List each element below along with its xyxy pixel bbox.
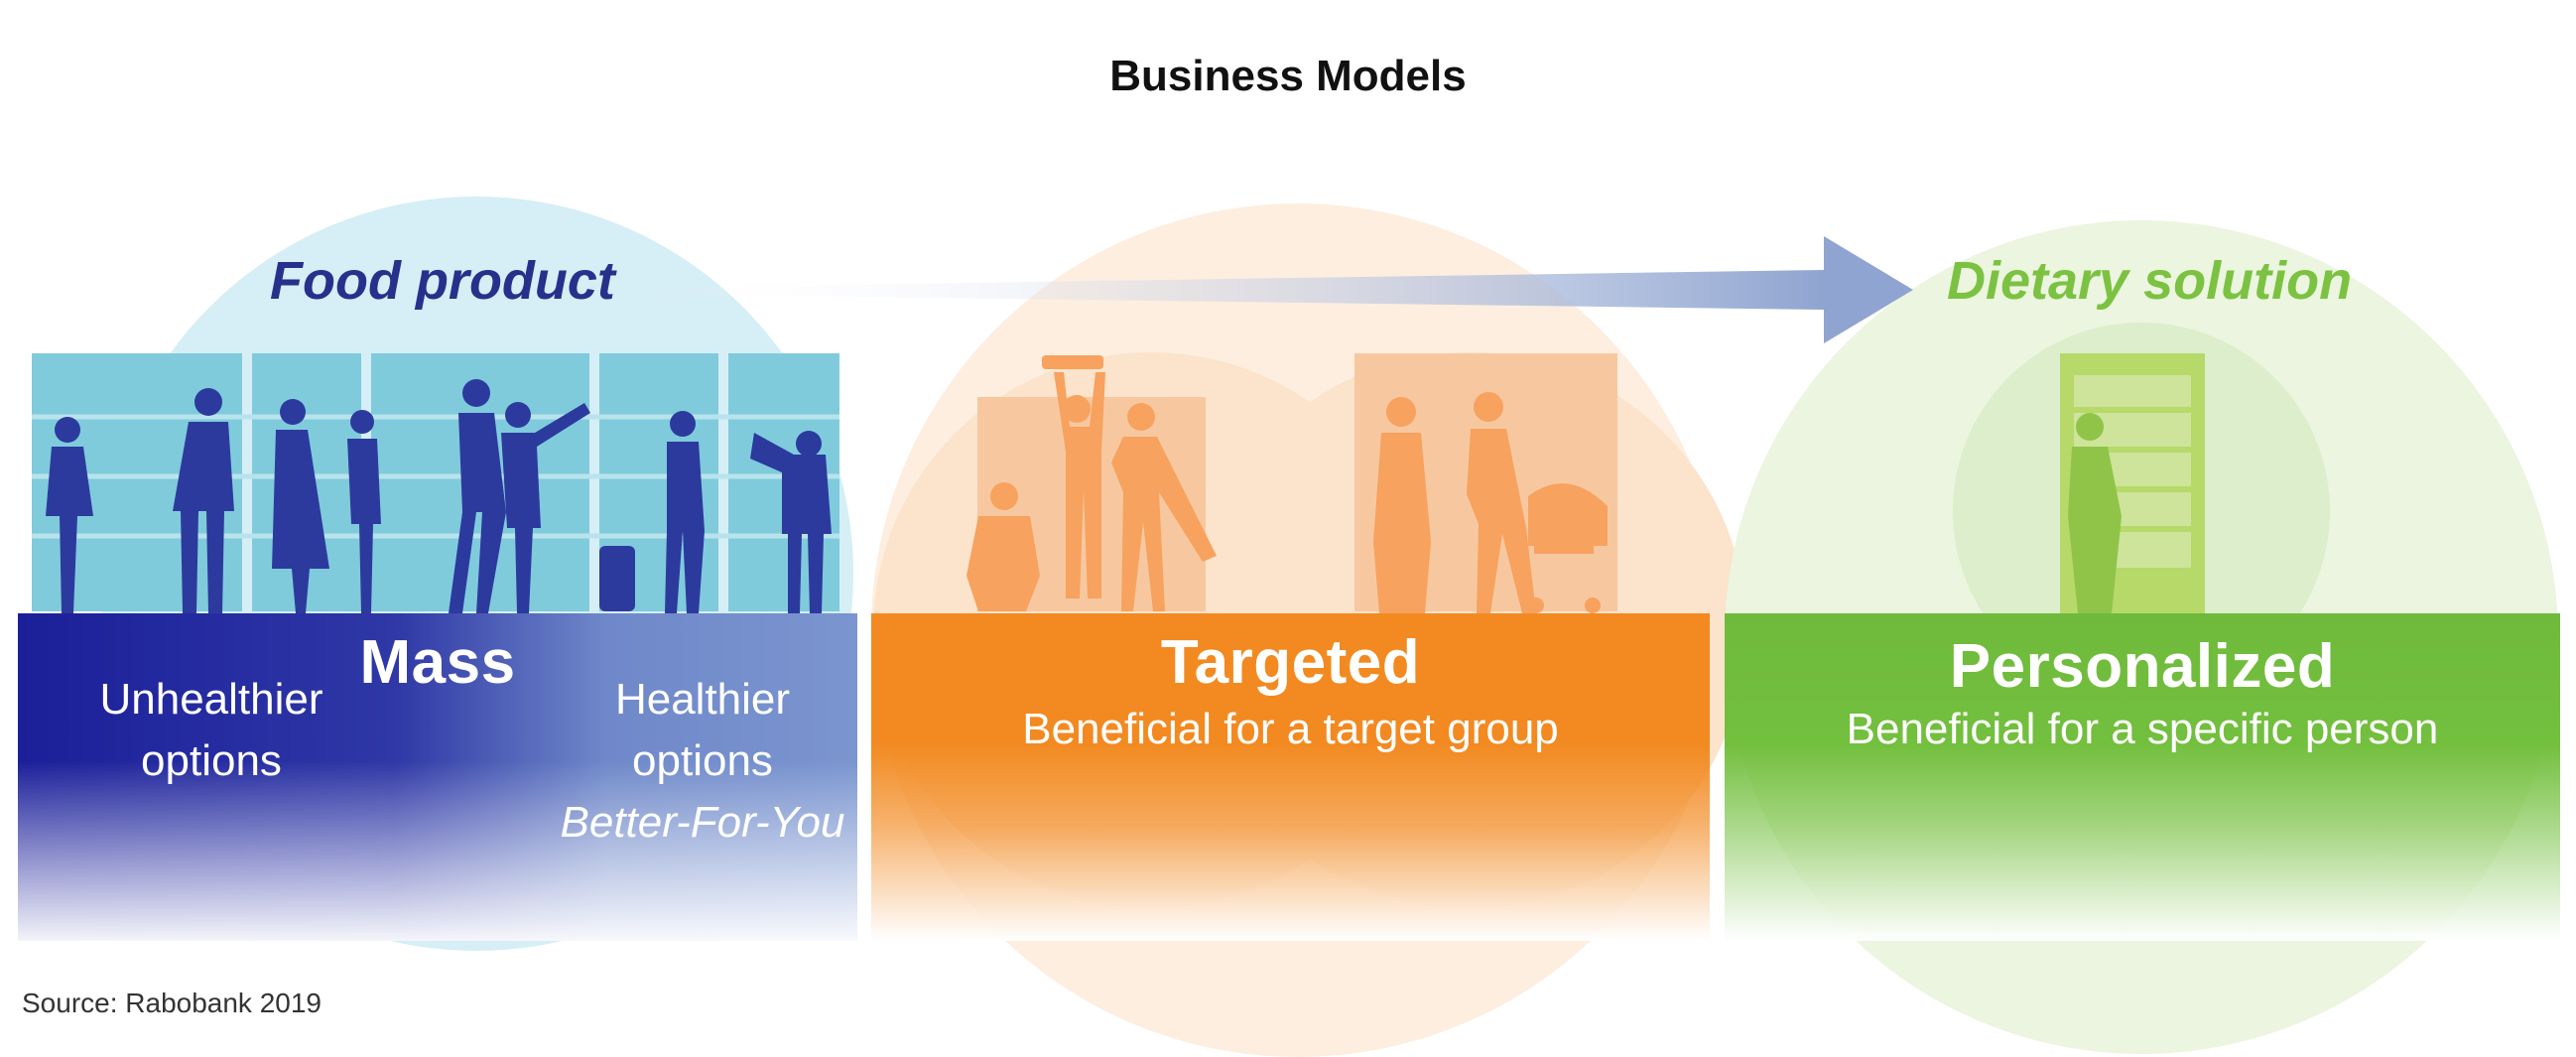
targeted-heading: Targeted bbox=[1160, 628, 1421, 697]
food-product-label: Food product bbox=[270, 251, 615, 311]
targeted-panel: Targeted Beneficial for a target group bbox=[871, 613, 1710, 941]
parent-shopping-icon bbox=[1373, 392, 1608, 613]
mass-heading: Mass bbox=[359, 628, 516, 697]
page-title: Business Models bbox=[1109, 52, 1467, 100]
progression-arrow-icon bbox=[635, 236, 1913, 343]
dietary-solution-label: Dietary solution bbox=[1947, 251, 2353, 311]
source-note: Source: Rabobank 2019 bbox=[22, 988, 322, 1018]
store-shelves-icon bbox=[32, 353, 839, 611]
mass-panel: Mass Unhealthier options Healthier optio… bbox=[18, 613, 857, 941]
personalized-heading: Personalized bbox=[1949, 632, 2336, 701]
shelf-lines-icon bbox=[32, 414, 839, 539]
vending-shopper-icon bbox=[2068, 413, 2122, 613]
personalized-subtitle: Beneficial for a specific person bbox=[1846, 705, 2439, 753]
healthier-line-2: options bbox=[632, 736, 773, 785]
better-for-you-label: Better-For-You bbox=[560, 798, 845, 847]
shopping-crowd-icon bbox=[46, 379, 832, 613]
fitness-silhouettes-icon bbox=[966, 355, 1217, 611]
targeted-subtitle: Beneficial for a target group bbox=[1022, 705, 1559, 753]
unhealthier-options-label: Unhealthier options bbox=[58, 669, 365, 792]
healthier-options-label: Healthier options Better-For-You bbox=[554, 669, 851, 854]
unhealthier-line-1: Unhealthier bbox=[99, 675, 323, 724]
personalized-panel: Personalized Beneficial for a specific p… bbox=[1725, 613, 2560, 941]
unhealthier-line-2: options bbox=[141, 736, 282, 785]
healthier-line-1: Healthier bbox=[614, 675, 791, 724]
